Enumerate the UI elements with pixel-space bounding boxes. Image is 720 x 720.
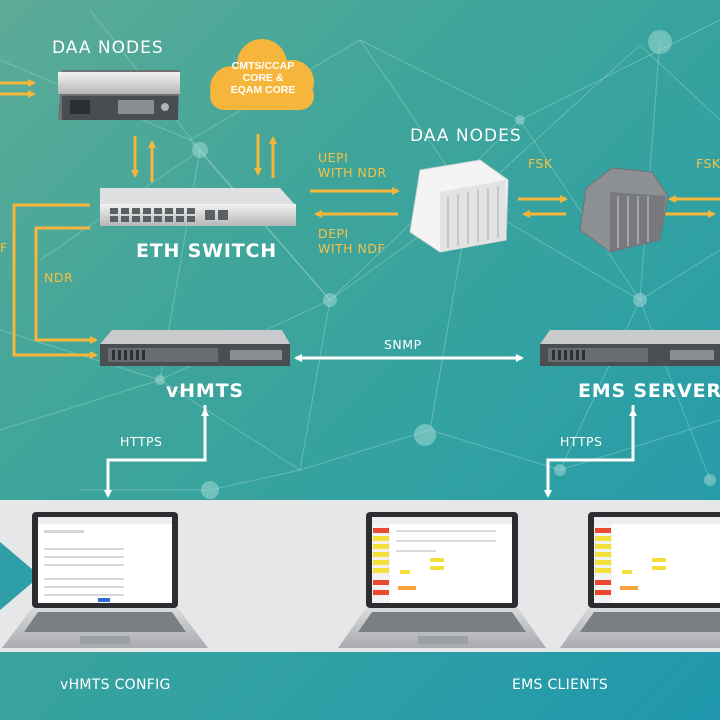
fsk-right-label: FSK — [696, 156, 720, 171]
vhmts-label: vHMTS — [166, 380, 244, 402]
uepi-label-line1: UEPI — [318, 150, 349, 165]
client-band-arrow — [0, 542, 40, 610]
laptop-ems-client-2 — [560, 512, 720, 648]
fsk-mid-label: FSK — [528, 156, 553, 171]
ems-clients-label: EMS CLIENTS — [512, 677, 609, 693]
background-mesh-nodes — [155, 30, 716, 499]
daa-nodes-top-label: DAA NODES — [52, 38, 164, 58]
cloud-label: CMTS/CCAP CORE & EQAM CORE — [208, 60, 318, 96]
laptop-ems-client-1 — [338, 512, 546, 648]
orange-arrows — [0, 79, 720, 359]
snmp-label: SNMP — [384, 337, 422, 352]
cloud-label-line2: CORE & — [242, 72, 284, 84]
eth-switch-label: ETH SWITCH — [136, 240, 277, 262]
vhmts-server — [100, 330, 290, 366]
ndr-label: NDR — [44, 270, 74, 285]
daa-nodes-right-label: DAA NODES — [410, 126, 522, 146]
ems-server — [540, 330, 720, 366]
depi-label-line1: DEPI — [318, 226, 349, 241]
depi-label: DEPI WITH NDF — [318, 226, 385, 256]
vhmts-config-label: vHMTS CONFIG — [60, 677, 171, 693]
left-edge-label: F — [0, 240, 8, 255]
eth-switch-device — [100, 188, 296, 226]
depi-label-line2: WITH NDF — [318, 241, 386, 256]
cloud-label-line3: EQAM CORE — [230, 84, 296, 96]
cloud-shape — [210, 39, 314, 110]
uepi-label-line2: WITH NDR — [318, 165, 387, 180]
laptop-vhmts-config — [2, 512, 208, 648]
https-left-label: HTTPS — [120, 434, 163, 449]
white-arrows — [104, 354, 637, 498]
daa-node-grey — [579, 167, 669, 253]
daa-rack-node — [58, 70, 180, 120]
cloud-label-line1: CMTS/CCAP — [231, 60, 295, 72]
https-right-label: HTTPS — [560, 434, 603, 449]
daa-node-white — [409, 159, 509, 253]
uepi-label: UEPI WITH NDR — [318, 150, 387, 180]
ems-server-label: EMS SERVER — [578, 380, 720, 402]
